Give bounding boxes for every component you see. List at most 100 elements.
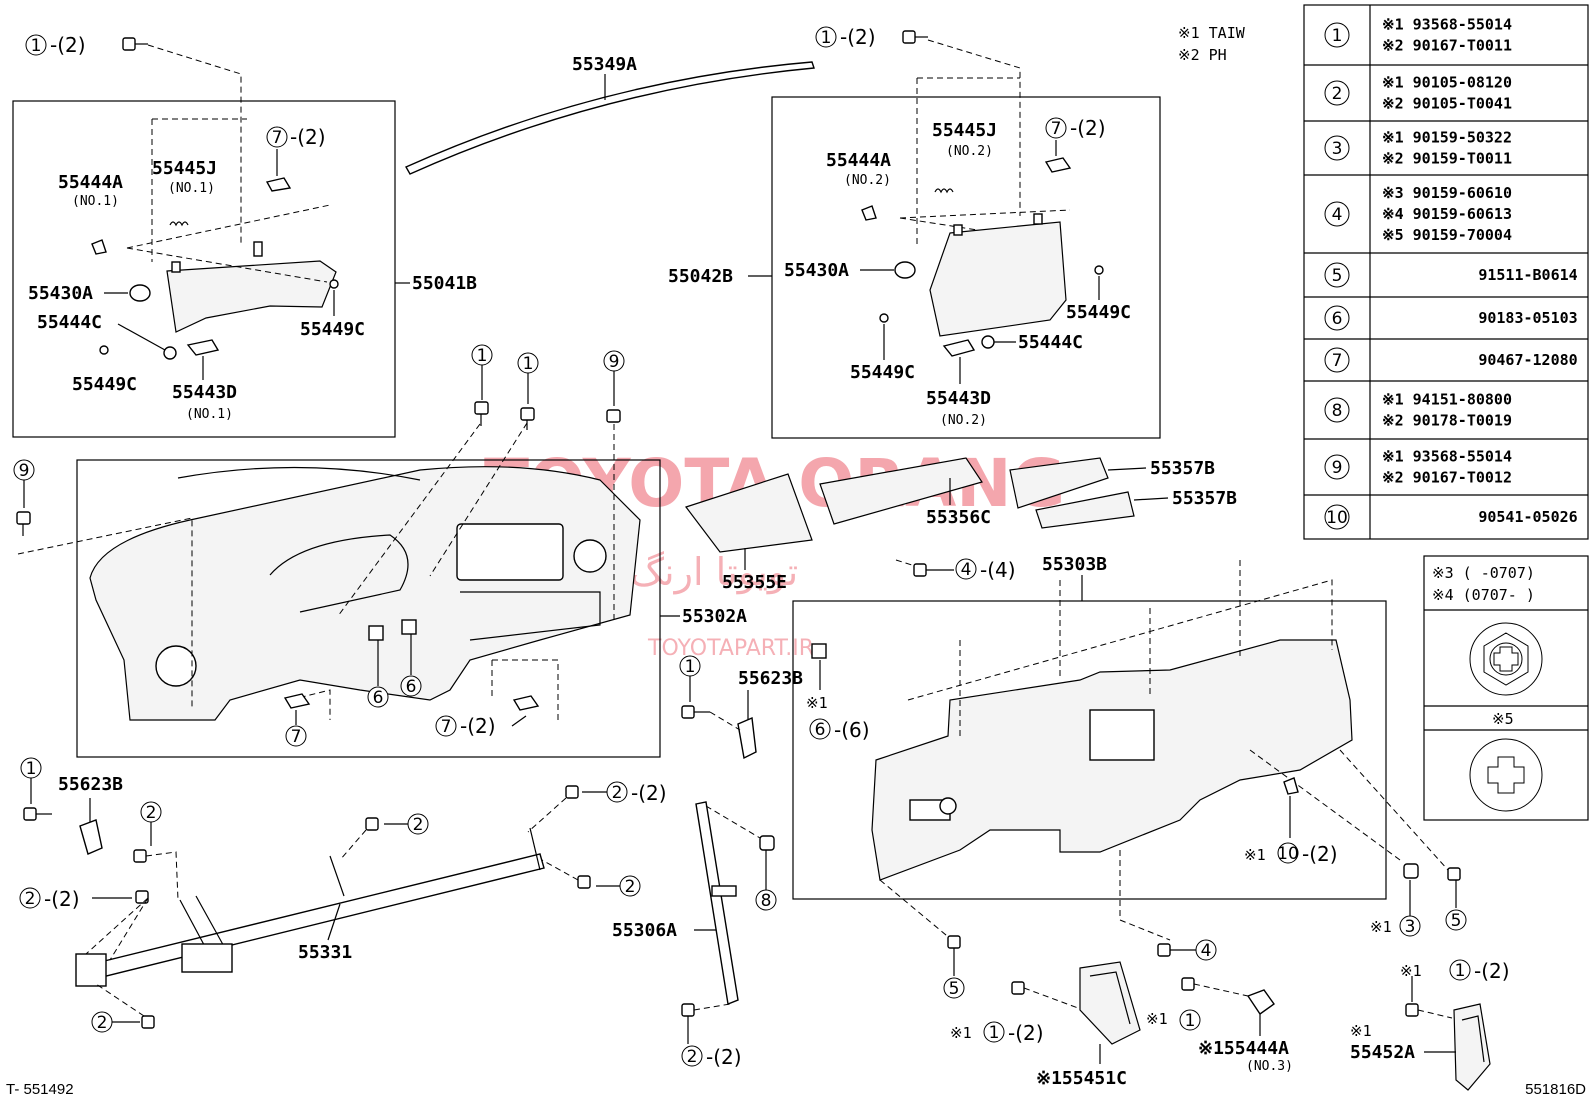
callout-6-6: 6 -(6) [809, 718, 870, 742]
callout-2-b: 2 [91, 1011, 113, 1033]
screw-2-c[interactable] [365, 817, 379, 831]
svg-text:-(2): -(2) [50, 33, 86, 57]
clip-55444C-2[interactable] [981, 335, 995, 349]
callout-7-2-right: 7 -(2) [1045, 116, 1106, 140]
pad-55356C[interactable] [819, 457, 983, 525]
screw-2-2-bottom[interactable] [681, 1003, 695, 1017]
clip-55444A-1[interactable] [91, 239, 107, 255]
label-55444C-2: 55444C [1018, 332, 1083, 353]
pad-55357B-b[interactable] [1035, 491, 1135, 529]
bracket-55443D-2[interactable] [942, 339, 976, 357]
clip-10[interactable] [1283, 777, 1299, 795]
callout-2-d: 2 [619, 875, 641, 897]
nut-8[interactable] [759, 835, 775, 851]
box-55302A [76, 459, 661, 758]
screw-dash-a[interactable] [474, 401, 489, 426]
clip-55430A-1[interactable] [129, 284, 151, 302]
svg-text:-(2): -(2) [460, 714, 496, 738]
clip-6-6[interactable] [811, 643, 827, 659]
screw-topleft[interactable] [122, 37, 148, 51]
molding-55349A[interactable] [405, 61, 815, 175]
note-taiw: ※1 TAIW [1178, 24, 1246, 42]
table-ref-number: 5 [1332, 266, 1343, 286]
table-ref-circle [1324, 80, 1350, 106]
callout-3-mark: ※1 [1370, 918, 1392, 936]
clip-7-right[interactable] [1044, 157, 1072, 173]
clip-55430A-2[interactable] [894, 261, 916, 279]
screw-1-2-c[interactable] [1405, 1003, 1419, 1017]
label-55443D-1: 55443D [172, 382, 237, 403]
table-ref-number: 1 [1332, 26, 1343, 46]
screw-9-dash-right[interactable] [606, 409, 621, 423]
screw-2-a[interactable] [133, 849, 147, 863]
clip-55449C-1[interactable] [329, 279, 339, 289]
table-ref-circle [1324, 305, 1350, 331]
callout-6-b: 6 [400, 675, 422, 697]
clip-7-2-dash[interactable] [512, 695, 540, 711]
svg-text:-(2): -(2) [290, 125, 326, 149]
table-row: 1※1 93568-55014※2 90167-T0011 [1324, 16, 1512, 55]
screw-1-2-a[interactable] [1011, 981, 1025, 995]
screw-2-b[interactable] [141, 1015, 155, 1029]
pad-55357B-a[interactable] [1009, 457, 1109, 509]
bracket-55623B-a[interactable] [737, 716, 757, 760]
clip-55444C-1[interactable] [163, 346, 177, 360]
label-55449C-4: 55449C [850, 362, 915, 383]
clip-7-dash[interactable] [283, 693, 311, 709]
screw-5-lower[interactable] [947, 935, 961, 949]
callout-5-lower: 5 [943, 977, 965, 999]
bracket-55443D-1[interactable] [186, 339, 220, 356]
callout-8: 8 [755, 889, 777, 911]
clip-6-a[interactable] [368, 625, 384, 641]
screw-2-2-right[interactable] [565, 785, 579, 799]
svg-text:1: 1 [523, 354, 534, 374]
duct-55452A[interactable] [1453, 1003, 1491, 1091]
nut-3[interactable] [1403, 863, 1419, 879]
table-part-number: ※3 90159-60610 [1382, 184, 1512, 202]
clip-55449C-2[interactable] [99, 345, 109, 355]
label-55452A: 55452A [1350, 1042, 1415, 1063]
spring-55445J-1[interactable] [169, 221, 189, 227]
callout-6-a: 6 [367, 686, 389, 708]
table-part-number: ※2 90167-T0012 [1382, 469, 1512, 487]
duct-55451C[interactable] [1079, 961, 1141, 1045]
bracket-55623B-b[interactable] [79, 819, 103, 855]
callout-1-2-c: 1 -(2) [1449, 959, 1510, 983]
screw-1-b[interactable] [1181, 977, 1195, 991]
screw-4-lower[interactable] [1157, 943, 1171, 957]
screw-1-lower-left[interactable] [23, 807, 52, 821]
brace-55306A[interactable] [695, 801, 739, 1005]
label-55444A-2-sub: (NO.2) [844, 173, 891, 188]
svg-text:1: 1 [31, 36, 42, 56]
table-ref-circle [1324, 397, 1350, 423]
label-55444A-1: 55444A [58, 172, 123, 193]
callout-1-dash-b: 1 [517, 352, 539, 374]
clip-6-b[interactable] [401, 619, 417, 635]
svg-text:-(2): -(2) [1070, 116, 1106, 140]
legend-row-5: ※5 [1492, 710, 1514, 728]
clip-7-left[interactable] [265, 177, 292, 192]
reinforcement-55303B[interactable] [871, 639, 1353, 881]
table-ref-number: 9 [1332, 458, 1343, 478]
svg-text:7: 7 [1051, 119, 1062, 139]
screw-9-left[interactable] [16, 511, 31, 536]
label-55306A: 55306A [612, 920, 677, 941]
instrument-panel-55302A[interactable] [89, 466, 641, 721]
clip-55444A-3[interactable] [1246, 989, 1275, 1015]
spring-55445J-2[interactable] [934, 188, 954, 194]
screw-2-2-left[interactable] [135, 890, 149, 904]
screw-2-d[interactable] [577, 875, 591, 889]
steering-support-55331[interactable] [75, 827, 545, 987]
clip-55449C-3[interactable] [1094, 265, 1104, 275]
clip-55444A-2[interactable] [861, 205, 877, 221]
pad-55355E[interactable] [685, 473, 813, 553]
clip-55449C-4[interactable] [879, 313, 889, 323]
screw-topright[interactable] [902, 30, 928, 44]
screw-4-4[interactable] [913, 563, 954, 577]
screw-5-right[interactable] [1447, 867, 1461, 881]
panel-55042B[interactable] [929, 213, 1067, 337]
screw-dash-b[interactable] [520, 407, 535, 430]
screw-1-side[interactable] [681, 705, 710, 719]
panel-55041B[interactable] [166, 241, 337, 333]
